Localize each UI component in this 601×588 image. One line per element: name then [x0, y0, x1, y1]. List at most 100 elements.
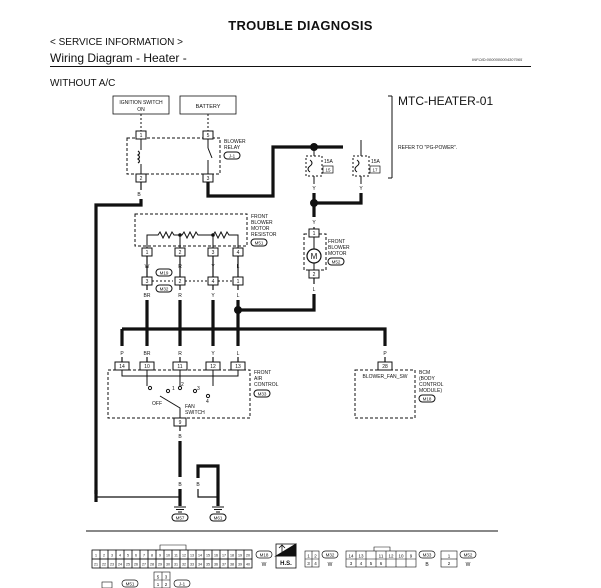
- svg-text:4: 4: [237, 250, 240, 256]
- svg-text:1: 1: [448, 554, 451, 559]
- blower-motor-resistor: 1 2 3 4 FRONT BLOWER MOTOR RESISTOR M51: [134, 213, 277, 257]
- svg-text:Y: Y: [211, 293, 215, 299]
- pin-number: 32: [182, 563, 186, 567]
- diagram-code: MTC-HEATER-01: [398, 94, 494, 108]
- svg-text:L: L: [237, 351, 240, 357]
- pin-number: 14: [198, 554, 202, 558]
- svg-text:2: 2: [179, 279, 182, 285]
- svg-text:M51: M51: [126, 582, 135, 587]
- svg-text:2: 2: [179, 250, 182, 256]
- svg-text:6: 6: [380, 561, 383, 566]
- svg-text:10: 10: [398, 554, 404, 559]
- svg-text:H.S.: H.S.: [280, 561, 292, 567]
- svg-text:(BODY: (BODY: [419, 376, 436, 382]
- pin-number: 11: [174, 554, 178, 558]
- connector-m33: 14 13 11 12 10 9 3 4 5 6 M33 B: [345, 546, 436, 568]
- svg-text:BATTERY: BATTERY: [196, 104, 221, 110]
- pin-number: 36: [214, 563, 218, 567]
- pin-number: 18: [230, 554, 234, 558]
- svg-text:B: B: [425, 562, 429, 568]
- pin-number: 4: [119, 554, 121, 558]
- svg-text:B: B: [178, 482, 182, 488]
- blower-relay: 1 5 2 3 BLOWER RELAY J-1: [126, 130, 246, 183]
- svg-text:BLOWER: BLOWER: [328, 245, 350, 251]
- svg-text:M32: M32: [326, 553, 335, 558]
- svg-text:W: W: [466, 562, 471, 568]
- svg-text:9: 9: [179, 420, 182, 426]
- diagram-title: Wiring Diagram - Heater -: [50, 51, 187, 65]
- svg-text:J-1: J-1: [229, 154, 236, 159]
- svg-text:M57: M57: [176, 516, 185, 521]
- svg-text:13: 13: [235, 364, 241, 370]
- svg-text:B: B: [137, 192, 141, 198]
- svg-text:12: 12: [210, 364, 216, 370]
- svg-text:W: W: [262, 562, 267, 568]
- svg-text:M33: M33: [423, 553, 432, 558]
- connector-j1: 5 3 1 2 J-1: [153, 571, 191, 588]
- pin-number: 21: [94, 563, 98, 567]
- pin-number: 29: [158, 563, 162, 567]
- svg-text:Y: Y: [359, 186, 363, 192]
- wire-b-ground: [94, 199, 143, 502]
- svg-text:ON: ON: [137, 107, 145, 113]
- pin-number: 22: [102, 563, 106, 567]
- pin-number: 12: [182, 554, 186, 558]
- svg-text:1: 1: [172, 386, 175, 392]
- svg-text:BLOWER: BLOWER: [251, 220, 273, 226]
- svg-text:15A: 15A: [324, 159, 334, 165]
- svg-text:B: B: [216, 482, 220, 488]
- pin-number: 33: [190, 563, 194, 567]
- wire-l-motor: [238, 294, 316, 312]
- svg-text:IGNITION SWITCH: IGNITION SWITCH: [119, 100, 163, 106]
- pin-number: 10: [166, 554, 170, 558]
- svg-text:4: 4: [314, 561, 317, 566]
- pin-number: 5: [127, 554, 129, 558]
- pin-number: 24: [118, 563, 122, 567]
- pin-number: 23: [110, 563, 114, 567]
- svg-text:3: 3: [146, 279, 149, 285]
- pin-number: 9: [159, 554, 161, 558]
- svg-text:15A: 15A: [371, 159, 381, 165]
- variant-label: WITHOUT A/C: [50, 78, 116, 89]
- svg-text:CONTROL: CONTROL: [419, 382, 444, 388]
- svg-text:P: P: [120, 351, 124, 357]
- svg-text:M51: M51: [255, 241, 264, 246]
- svg-text:M: M: [311, 252, 318, 261]
- svg-text:2: 2: [448, 561, 451, 566]
- svg-text:3: 3: [350, 561, 353, 566]
- svg-text:5: 5: [370, 561, 373, 566]
- svg-text:1: 1: [157, 582, 160, 587]
- document-code: INFOID:0000000004307065: [472, 57, 523, 62]
- svg-text:M52: M52: [332, 260, 341, 265]
- pin-number: 2: [103, 554, 105, 558]
- power-note: REFER TO "PG-POWER".: [398, 145, 458, 151]
- svg-text:2: 2: [313, 272, 316, 278]
- pin-number: 1: [95, 554, 97, 558]
- svg-text:BR: BR: [144, 293, 151, 299]
- connector-m32: 1 2 3 4 M32 W: [304, 550, 339, 568]
- svg-text:1: 1: [237, 279, 240, 285]
- pin-number: 34: [198, 563, 202, 567]
- svg-text:RELAY: RELAY: [224, 145, 241, 151]
- svg-text:MOTOR: MOTOR: [251, 226, 270, 232]
- svg-text:Y: Y: [312, 186, 316, 192]
- connector-m18-label: M18 W: [255, 550, 273, 568]
- svg-text:4: 4: [212, 279, 215, 285]
- front-air-control: 14 10 11 12 13 9 OFF 1 2 3 4 FAN SWITCH …: [107, 361, 279, 427]
- pin-number: 40: [246, 563, 250, 567]
- svg-text:5: 5: [157, 575, 160, 580]
- svg-text:BLOWER_FAN_SW: BLOWER_FAN_SW: [362, 374, 407, 380]
- svg-text:M33: M33: [258, 392, 267, 397]
- svg-text:11: 11: [379, 554, 384, 559]
- pin-number: 6: [135, 554, 137, 558]
- header-rule: [50, 66, 531, 67]
- pin-cell: [243, 558, 253, 569]
- svg-text:AIR: AIR: [254, 376, 263, 382]
- section-breadcrumb: < SERVICE INFORMATION >: [50, 37, 183, 48]
- svg-text:2: 2: [314, 554, 317, 559]
- wire-p-bus: [122, 327, 387, 346]
- svg-text:3: 3: [212, 250, 215, 256]
- svg-text:CONTROL: CONTROL: [254, 382, 279, 388]
